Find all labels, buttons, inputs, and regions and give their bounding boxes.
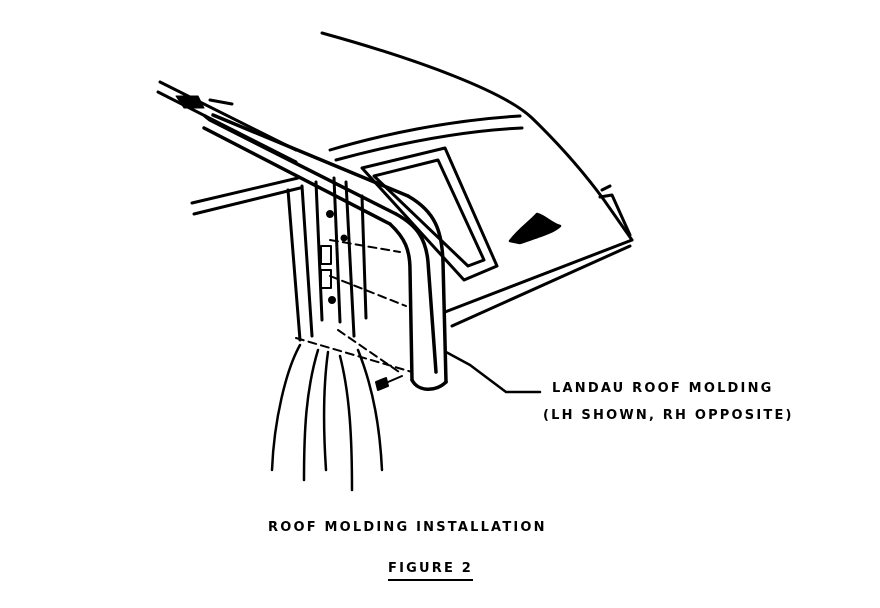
roof-outline <box>320 31 634 328</box>
callout-label: LANDAU ROOF MOLDING <box>552 381 774 396</box>
callout-note: (LH SHOWN, RH OPPOSITE) <box>543 408 794 423</box>
figure-caption: ROOF MOLDING INSTALLATION <box>268 520 547 535</box>
belt-rail <box>190 176 302 216</box>
door-panel <box>270 343 384 492</box>
opera-window <box>360 146 499 282</box>
fastener-holes <box>320 210 348 304</box>
installation-guides <box>295 239 413 375</box>
callout-leader <box>444 350 542 394</box>
pillar <box>286 176 368 342</box>
figure-number: FIGURE 2 <box>388 562 474 581</box>
screw-fastener <box>375 375 403 391</box>
roof-emblem <box>508 212 562 245</box>
